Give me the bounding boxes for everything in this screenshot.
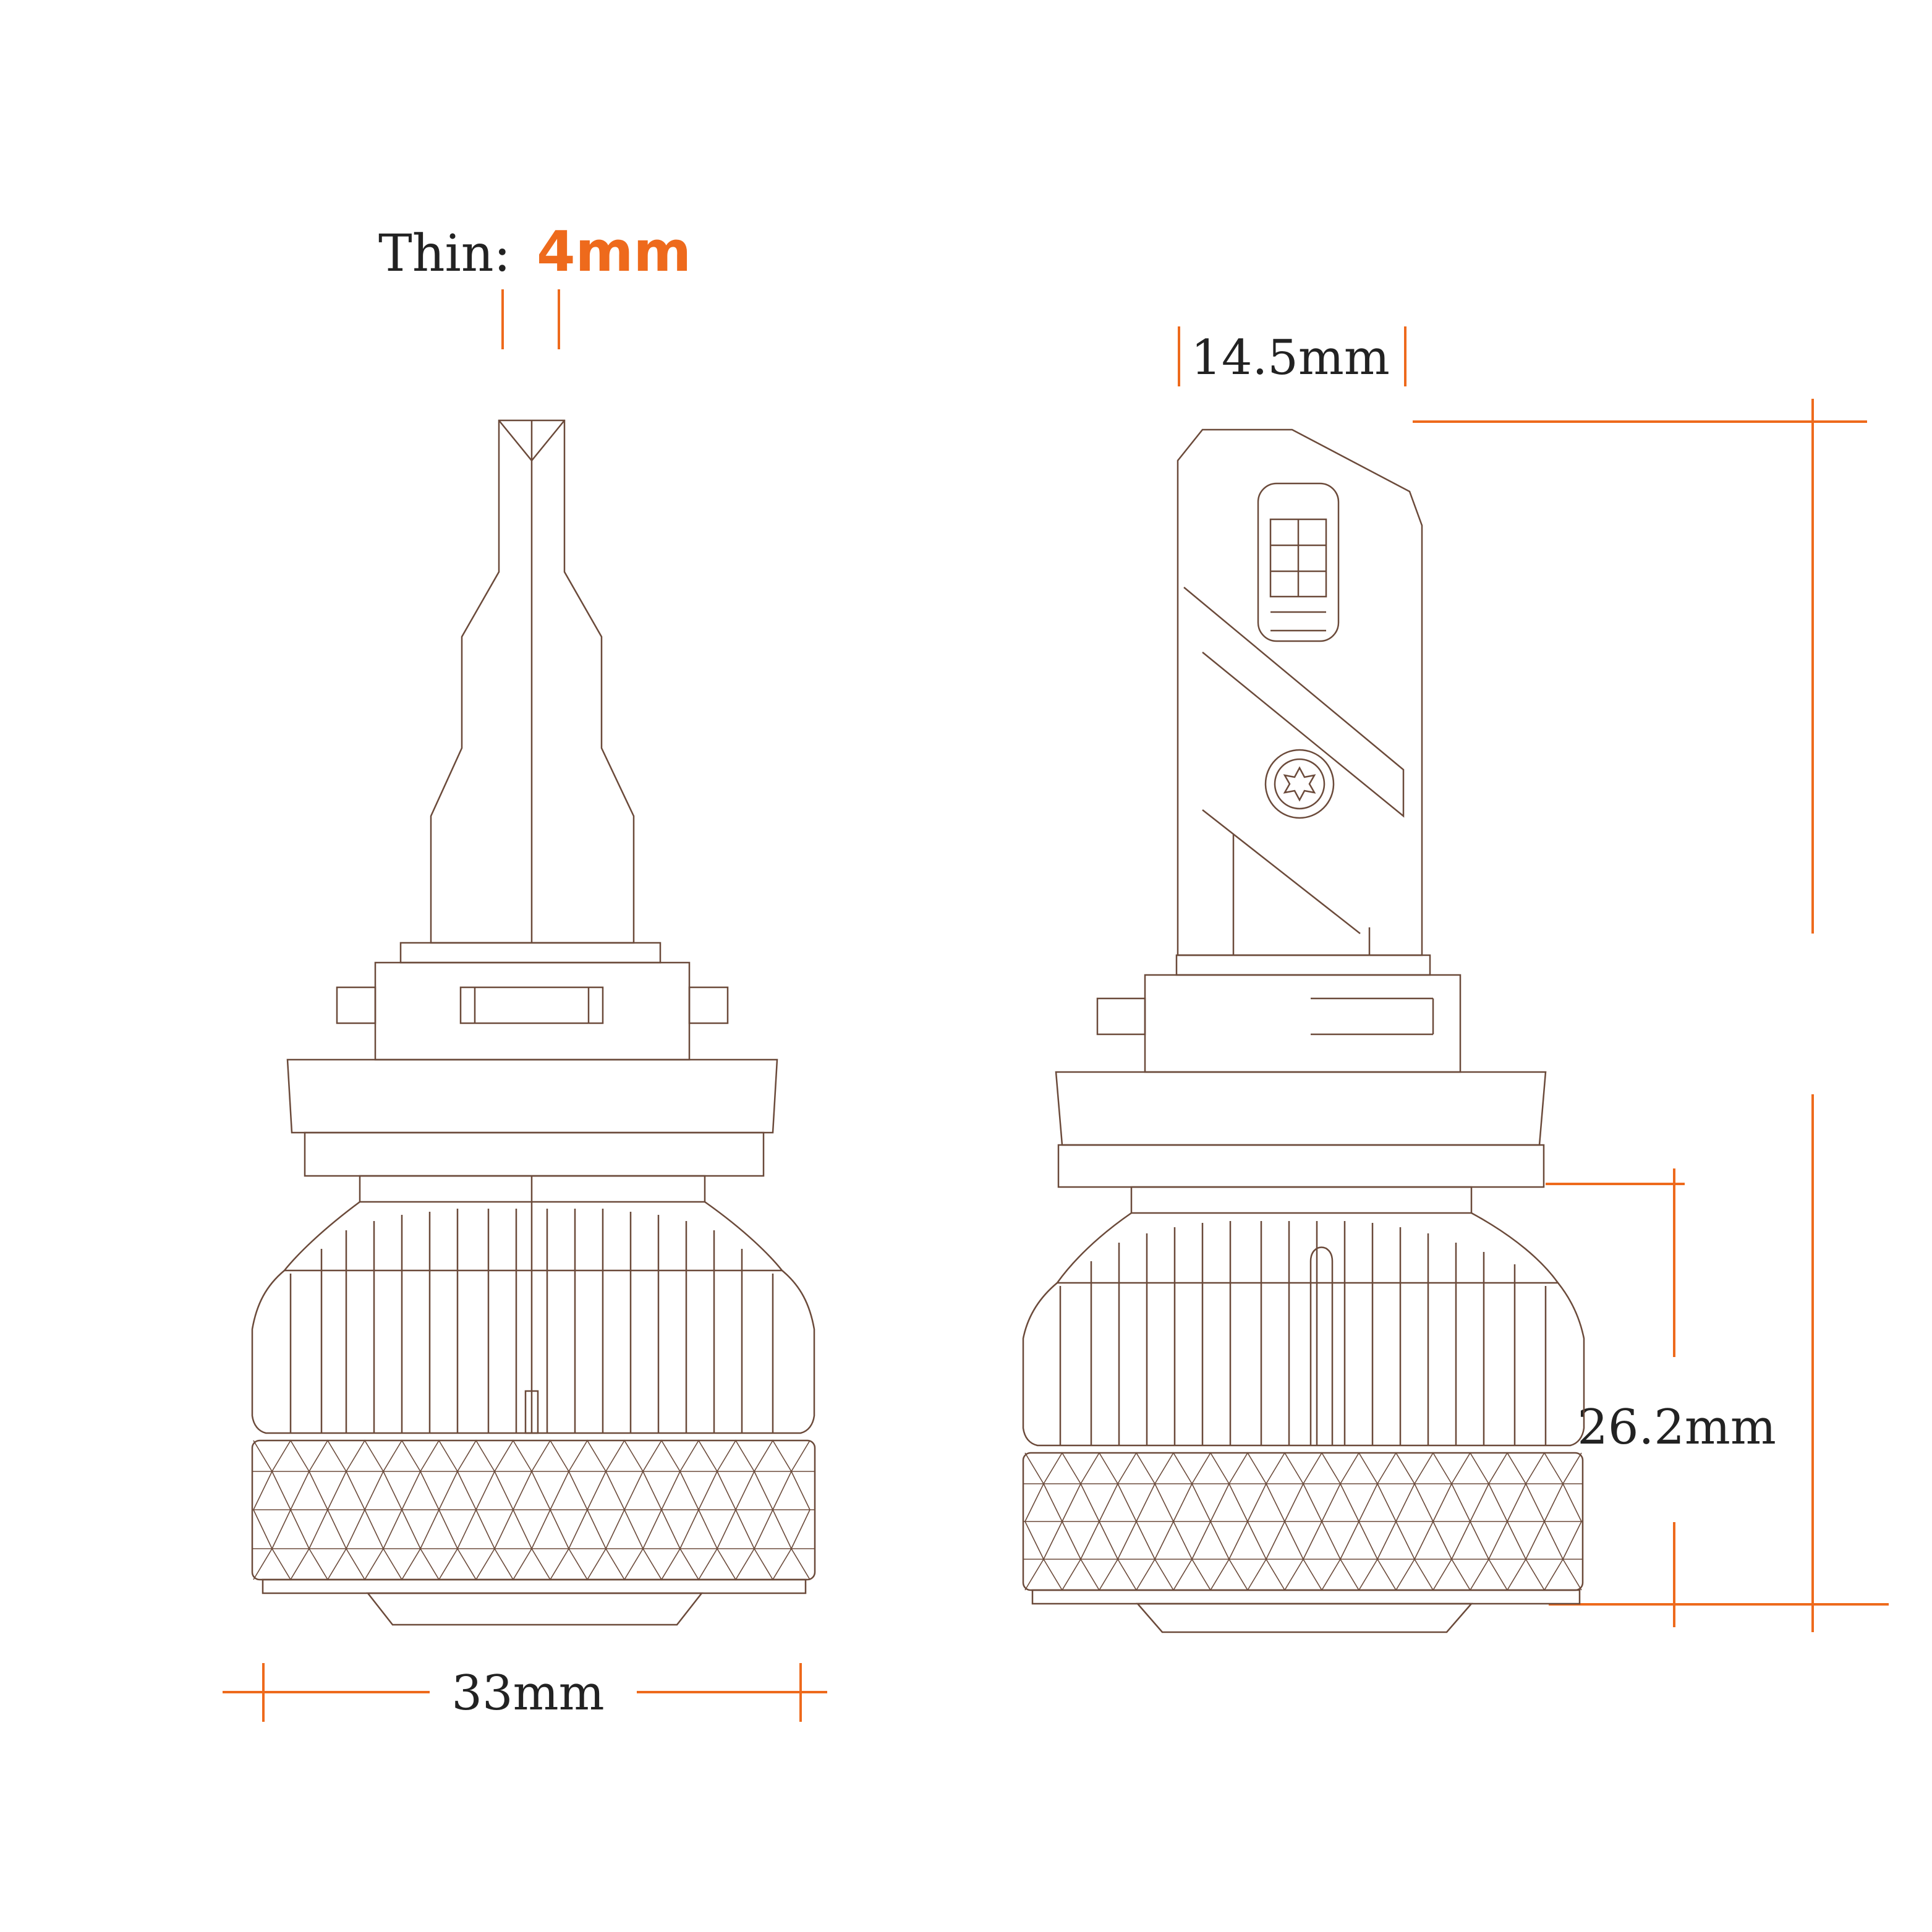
socket-block [374,961,691,1061]
led-chip-window [1257,482,1340,642]
thin-value: 4mm [537,219,691,284]
blade-band-upper [1183,587,1405,818]
front-heatsink-cap [1130,1186,1473,1214]
base-ring [262,1578,807,1594]
front-heatsink-body [1022,1282,1585,1447]
bulb-front-view [1022,428,1585,1633]
front-base-cap [1136,1602,1473,1633]
front-base-ring [1031,1589,1581,1605]
knurl-pattern [252,1439,815,1581]
heatsink-body [251,1270,815,1434]
width-dimension-label: 33mm [451,1666,604,1721]
heatsink-shoulder [283,1201,784,1272]
led-blade-front-outline [1177,428,1423,956]
blade-tip [498,420,565,462]
flange-ring [304,1131,765,1177]
collar [399,942,662,964]
front-heatsink-fins [1059,1221,1547,1445]
dimension-lines [223,289,1889,1722]
front-socket-tab [1096,997,1146,1036]
heatsink-fins [289,1209,774,1433]
front-heatsink-shoulder [1055,1212,1560,1284]
front-center-fin [1309,1246,1334,1445]
base-cap [366,1592,704,1626]
bulb-side-view [251,419,816,1626]
torx-screw-icon [1264,749,1335,819]
depth-dimension-label: 14.5mm [1191,330,1390,386]
socket-tab-right [688,986,729,1024]
front-flange-ring [1057,1144,1545,1188]
thin-label-group: Thin: 4mm [378,219,691,284]
center-notch [524,1390,539,1434]
led-chip-grid [1269,518,1327,632]
socket-tab-left [336,986,377,1024]
thin-label: Thin: [378,224,511,283]
blade-band-lower [1202,809,1361,934]
front-socket-block [1144,974,1462,1073]
front-knurl-pattern [1023,1452,1583,1591]
front-collar [1175,954,1431,976]
socket-slot [459,986,604,1024]
base-height-dimension-label: 26.2mm [1577,1400,1776,1455]
front-mounting-flange [1055,1071,1547,1146]
mounting-flange [286,1058,778,1134]
